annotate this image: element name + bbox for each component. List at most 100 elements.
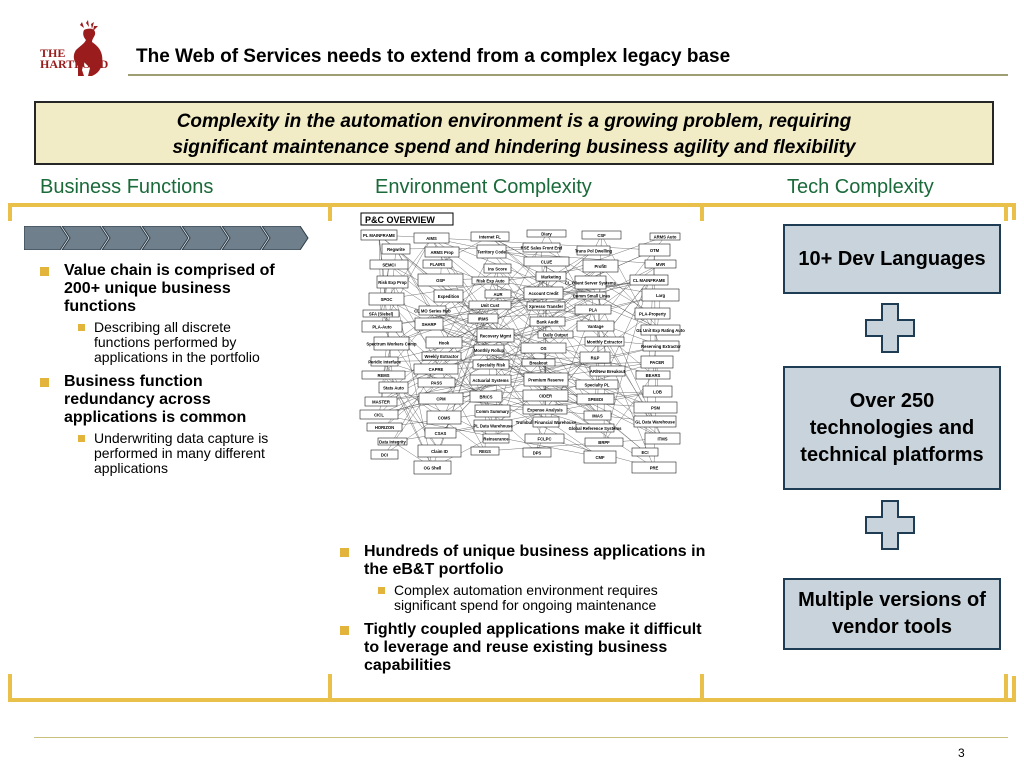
business-functions-bullets: Value chain is comprised of 200+ unique … <box>38 262 278 484</box>
tech-box-dev-languages-text: 10+ Dev Languages <box>798 247 986 270</box>
diagram-system-box <box>433 289 464 303</box>
diagram-system-box <box>584 437 624 447</box>
tech-box-vendor-tools: Multiple versions of vendor tools <box>783 578 1001 650</box>
diagram-connector <box>432 310 596 429</box>
diagram-system-label: Expedition <box>438 294 460 299</box>
key-message-callout: Complexity in the automation environment… <box>34 101 994 165</box>
value-chain-chevrons <box>24 226 309 250</box>
diagram-system-box <box>359 409 399 420</box>
diagram-system-label: Trumbull Financial Warehouse <box>516 420 577 425</box>
diagram-system-box <box>369 259 409 270</box>
diagram-system-label: CSF <box>597 233 606 238</box>
diagram-connector <box>378 357 596 415</box>
diagram-system-box <box>583 410 612 421</box>
bracket-top-divider-left <box>328 203 332 221</box>
diagram-system-label: Premium Reserve <box>528 378 564 383</box>
diagram-system-box <box>361 370 406 380</box>
bullet-tightly-coupled: Tightly coupled applications make it dif… <box>338 621 708 675</box>
logo-text-line1: THE <box>40 46 66 60</box>
diagram-connector <box>440 384 598 399</box>
bracket-bottom-left <box>8 698 332 702</box>
diagram-system-label: ProfitI <box>594 264 606 269</box>
bracket-corner-bl <box>8 674 12 702</box>
diagram-system-label: PSM <box>651 406 661 411</box>
diagram-system-label: PLA-Property <box>639 312 667 317</box>
diagram-system-label: RSE Sales Front End <box>521 246 563 251</box>
diagram-system-label: MASTER <box>372 400 390 405</box>
tech-box-dev-languages: 10+ Dev Languages <box>783 224 1001 294</box>
diagram-system-box <box>377 437 408 446</box>
diagram-system-label: Global Reference Systems <box>569 426 623 431</box>
diagram-connector <box>440 345 662 399</box>
diagram-system-box <box>414 317 444 331</box>
diagram-system-box <box>583 450 617 464</box>
diagram-system-box <box>483 263 512 274</box>
diagram-system-box <box>425 336 463 349</box>
diagram-system-box <box>640 355 674 369</box>
diagram-system-label: Ins Score <box>488 267 508 272</box>
diagram-system-label: Account Credit <box>528 291 559 296</box>
bullet-function-redundancy: Business function redundancy across appl… <box>38 373 278 427</box>
tech-box-vendor-tools-text: Multiple versions of vendor tools <box>798 589 986 638</box>
diagram-system-label: OSP <box>436 278 445 283</box>
diagram-system-label: Xpresso Transfer <box>529 304 564 309</box>
environment-complexity-heading: Environment Complexity <box>375 176 592 198</box>
diagram-system-box <box>575 379 619 390</box>
diagram-system-box <box>469 390 503 403</box>
bracket-divider-left <box>328 674 332 702</box>
diagram-system-label: Monthly Extractor <box>587 340 623 345</box>
diagram-system-box <box>520 342 567 354</box>
diagram-system-box <box>640 324 681 336</box>
callout-line-2: significant maintenance spend and hinder… <box>172 137 856 158</box>
diagram-system-label: DCI <box>381 453 388 458</box>
diagram-connector <box>603 279 650 443</box>
diagram-system-label: R&P <box>591 356 600 361</box>
diagram-system-label: CLUE <box>541 260 553 265</box>
diagram-system-box <box>526 229 567 238</box>
diagram-system-box <box>523 286 564 300</box>
diagram-system-box <box>476 328 515 343</box>
diagram-system-label: PLA-Auto <box>372 325 392 330</box>
diagram-system-label: ECI <box>642 450 649 455</box>
diagram-system-box <box>418 305 447 316</box>
logo-wordmark: THE HARTFORD <box>40 46 108 70</box>
diagram-system-label: CICL <box>374 413 384 418</box>
diagram-system-label: CMF <box>595 455 605 460</box>
diagram-connector <box>485 396 656 408</box>
diagram-system-box <box>378 381 409 394</box>
diagram-system-box <box>376 275 409 289</box>
diagram-system-label: IRMS <box>478 317 489 322</box>
diagram-system-label: Recovery Mgmt <box>480 334 512 339</box>
diagram-system-box <box>366 422 403 432</box>
diagram-system-label: FLAIRS <box>430 262 445 267</box>
diagram-system-box <box>537 330 574 339</box>
diagram-system-label: GL Data Warehouse <box>635 420 675 425</box>
diagram-system-label: Claim ID <box>431 449 448 454</box>
diagram-system-label: SPOC <box>381 297 393 302</box>
diagram-system-label: PASS <box>431 381 442 386</box>
diagram-system-label: IMAS <box>592 414 603 419</box>
diagram-system-box <box>467 313 499 324</box>
diagram-system-label: OG Shell <box>424 466 442 471</box>
page-title: The Web of Services needs to extend from… <box>136 46 731 67</box>
hartford-stag-logo <box>73 20 103 76</box>
diagram-connector <box>484 438 663 452</box>
diagram-connector <box>497 293 656 422</box>
diagram-system-box <box>631 447 659 457</box>
diagram-connector <box>384 357 596 362</box>
diagram-system-box <box>470 446 500 456</box>
diagram-system-box <box>641 288 680 302</box>
diagram-system-box <box>582 259 619 273</box>
diagram-system-box <box>373 336 410 351</box>
diagram-system-box <box>522 389 569 402</box>
diagram-connector <box>482 309 594 319</box>
diagram-system-label: OTM <box>650 248 660 253</box>
diagram-system-label: Actuarial Systems <box>472 378 509 383</box>
diagram-system-box <box>634 307 671 320</box>
diagram-system-label: Larg <box>656 293 666 298</box>
title-divider <box>128 74 1008 76</box>
diagram-system-box <box>417 377 456 388</box>
diagram-system-label: PL Data Warehouse <box>473 424 513 429</box>
diagram-system-label: Trans Pol Dwelling <box>575 249 613 254</box>
